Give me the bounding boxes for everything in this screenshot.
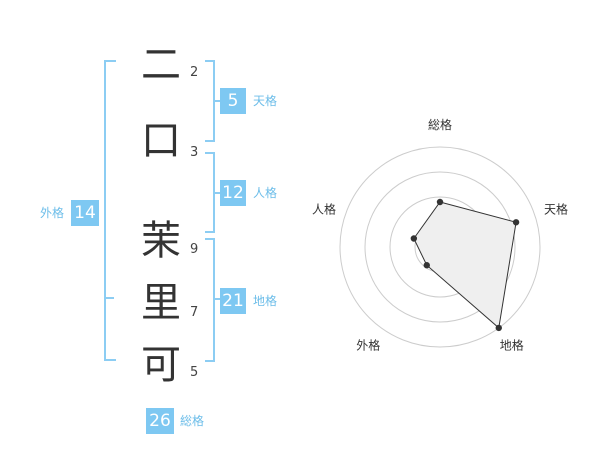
gaikaku-bracket	[104, 60, 116, 361]
stroke-count-4: 7	[190, 305, 199, 320]
chikaku-value: 21	[220, 288, 246, 314]
jinkaku-label: 人格	[253, 186, 278, 200]
stroke-count-1: 2	[190, 65, 199, 80]
tenkaku-bracket-tick	[213, 100, 221, 102]
radar-point	[423, 262, 430, 269]
name-char-4: 里	[141, 280, 181, 326]
name-char-3: 茉	[141, 218, 181, 264]
radar-point	[495, 324, 502, 332]
name-char-5: 可	[141, 342, 181, 388]
jinkaku-bracket-tick	[213, 192, 221, 194]
name-char-1: 二	[141, 42, 181, 88]
stroke-count-2: 3	[190, 145, 199, 160]
radar-axis-label: 外格	[356, 338, 380, 353]
chikaku-label: 地格	[253, 294, 278, 308]
chikaku-bracket	[205, 238, 215, 362]
radar-axis-label: 総格	[428, 117, 452, 132]
soukaku-value: 26	[146, 408, 174, 434]
gaikaku-bracket-mid-tick	[106, 297, 114, 299]
radar-point	[512, 219, 520, 226]
radar-axis-label: 地格	[500, 338, 524, 353]
stroke-count-3: 9	[190, 242, 199, 257]
radar-area	[413, 201, 517, 329]
gaikaku-value: 14	[71, 200, 99, 226]
radar-axis-label: 天格	[544, 201, 568, 216]
radar-point	[436, 198, 444, 206]
radar-point	[410, 235, 418, 242]
gaikaku-label: 外格	[40, 206, 65, 220]
jinkaku-value: 12	[220, 180, 246, 206]
radar-grid-ring	[364, 171, 516, 323]
name-char-2: 口	[141, 118, 181, 164]
stroke-count-5: 5	[190, 365, 199, 380]
tenkaku-value: 5	[220, 88, 246, 114]
soukaku-label: 総格	[180, 414, 205, 428]
radar-axis-label: 人格	[312, 201, 336, 216]
radar-grid-ring	[339, 146, 541, 348]
tenkaku-label: 天格	[253, 94, 278, 108]
chikaku-bracket-tick	[213, 298, 221, 300]
